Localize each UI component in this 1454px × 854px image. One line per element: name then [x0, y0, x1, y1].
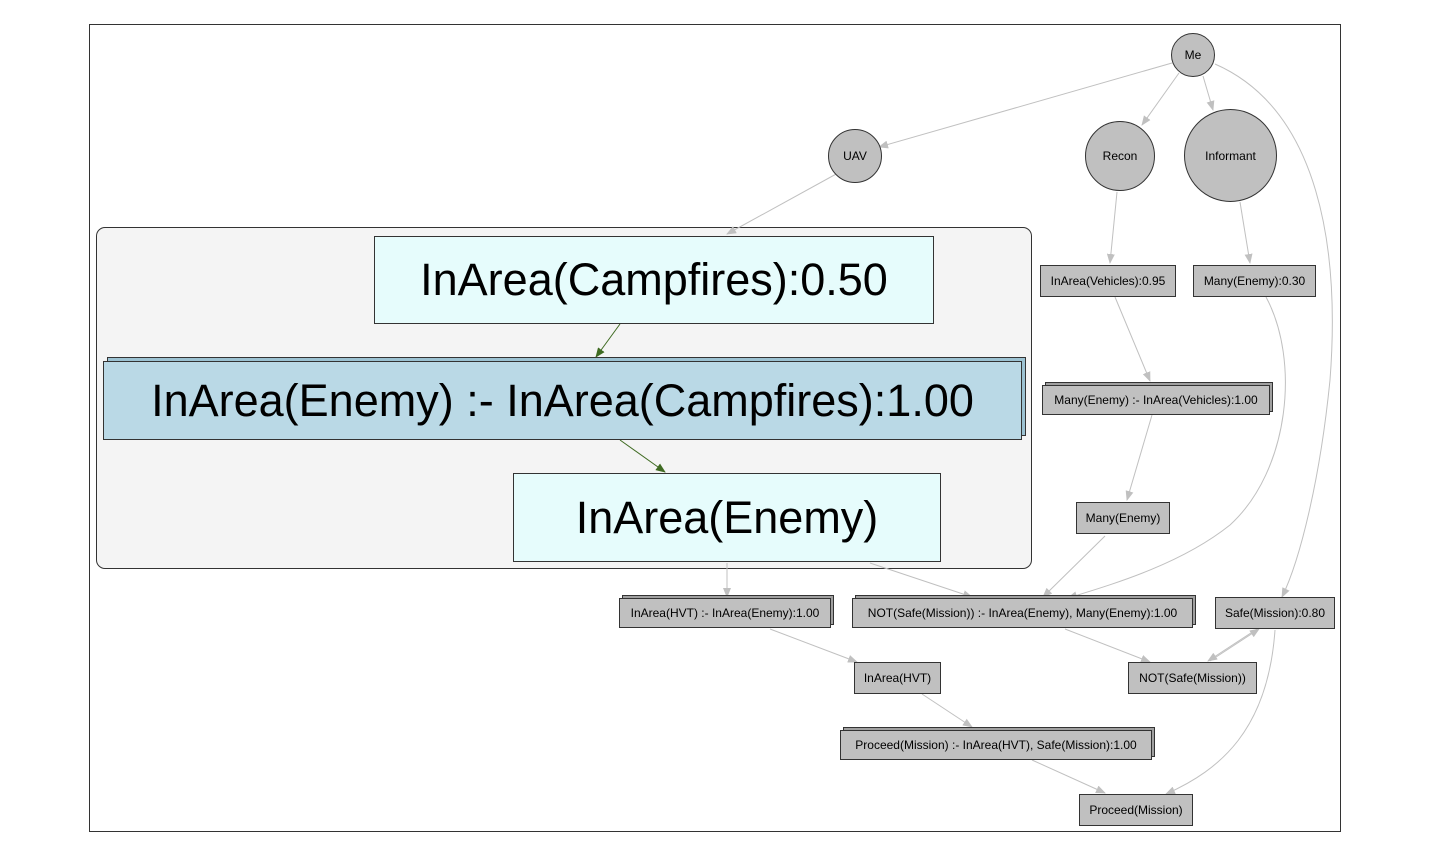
- node-enemy-derived: InArea(Enemy): [513, 473, 941, 562]
- node-proceed-label: Proceed(Mission): [1089, 803, 1183, 817]
- edge-campfires-enemyrule: [595, 323, 621, 358]
- node-many-enemy-rule: Many(Enemy) :- InArea(Vehicles):1.00: [1042, 385, 1270, 415]
- edge-notsafe-safe: [1209, 628, 1260, 662]
- edge-safe-proceed: [1165, 629, 1276, 795]
- edge-recon-vehicles: [1106, 191, 1118, 264]
- graph-frame: [89, 24, 1341, 832]
- node-enemy-rule: InArea(Enemy) :- InArea(Campfires):1.00: [103, 361, 1022, 440]
- node-many-enemy-fact-label: Many(Enemy):0.30: [1203, 274, 1306, 288]
- node-many-enemy-rule-label: Many(Enemy) :- InArea(Vehicles):1.00: [1054, 393, 1258, 407]
- edge-enemy-notsaferule: [869, 562, 973, 598]
- node-hvt-rule: InArea(HVT) :- InArea(Enemy):1.00: [619, 598, 831, 628]
- node-proceed: Proceed(Mission): [1079, 794, 1193, 826]
- edge-informant-manyfact: [1239, 201, 1253, 264]
- node-campfires-fact-label: InArea(Campfires):0.50: [420, 254, 888, 305]
- edge-enemyrule-enemy: [619, 439, 666, 473]
- node-hvt-rule-label: InArea(HVT) :- InArea(Enemy):1.00: [630, 606, 820, 620]
- edge-proceedrule-proceed: [1031, 759, 1106, 794]
- node-me: Me: [1171, 33, 1215, 77]
- node-not-safe: NOT(Safe(Mission)): [1128, 662, 1257, 694]
- edge-vehicles-manyrule: [1114, 296, 1151, 382]
- node-many-enemy: Many(Enemy): [1076, 502, 1170, 534]
- node-proceed-rule: Proceed(Mission) :- InArea(HVT), Safe(Mi…: [840, 730, 1152, 760]
- node-me-label: Me: [1184, 48, 1202, 62]
- edge-manyrule-many: [1125, 414, 1153, 501]
- edge-me-recon: [1141, 72, 1180, 126]
- edge-me-safe: [1214, 63, 1333, 598]
- node-many-enemy-fact: Many(Enemy):0.30: [1193, 265, 1316, 297]
- node-hvt-label: InArea(HVT): [863, 671, 932, 685]
- node-many-enemy-label: Many(Enemy): [1085, 511, 1161, 525]
- edge-safe-notsafe: [1207, 628, 1258, 662]
- node-uav: UAV: [828, 129, 882, 183]
- edge-hvt-proceedrule: [921, 693, 973, 728]
- node-not-safe-rule-label: NOT(Safe(Mission)) :- InArea(Enemy), Man…: [867, 606, 1178, 620]
- node-vehicles-fact-label: InArea(Vehicles):0.95: [1050, 274, 1166, 288]
- edge-me-informant: [1202, 75, 1215, 111]
- node-vehicles-fact: InArea(Vehicles):0.95: [1040, 265, 1176, 297]
- edge-many-notsaferule: [1042, 535, 1106, 598]
- edge-hvtrule-hvt: [769, 628, 858, 663]
- node-not-safe-label: NOT(Safe(Mission)): [1139, 671, 1246, 685]
- node-informant: Informant: [1184, 109, 1277, 202]
- node-enemy-rule-label: InArea(Enemy) :- InArea(Campfires):1.00: [151, 374, 974, 426]
- edge-manyfact-notsaferule: [1067, 296, 1286, 600]
- node-recon-label: Recon: [1102, 149, 1138, 163]
- node-safe-fact-label: Safe(Mission):0.80: [1224, 606, 1326, 620]
- node-recon: Recon: [1085, 121, 1155, 191]
- node-hvt: InArea(HVT): [854, 662, 941, 694]
- node-campfires-fact: InArea(Campfires):0.50: [374, 236, 934, 324]
- node-informant-label: Informant: [1205, 148, 1256, 163]
- node-not-safe-rule: NOT(Safe(Mission)) :- InArea(Enemy), Man…: [852, 598, 1193, 628]
- edge-uav-campfires: [726, 172, 839, 235]
- node-proceed-rule-label: Proceed(Mission) :- InArea(HVT), Safe(Mi…: [855, 738, 1137, 752]
- node-enemy-derived-label: InArea(Enemy): [575, 491, 879, 543]
- node-safe-fact: Safe(Mission):0.80: [1215, 597, 1335, 629]
- edge-notsaferule-notsafe: [1064, 628, 1151, 663]
- node-uav-label: UAV: [843, 149, 867, 163]
- edge-me-uav: [878, 62, 1173, 149]
